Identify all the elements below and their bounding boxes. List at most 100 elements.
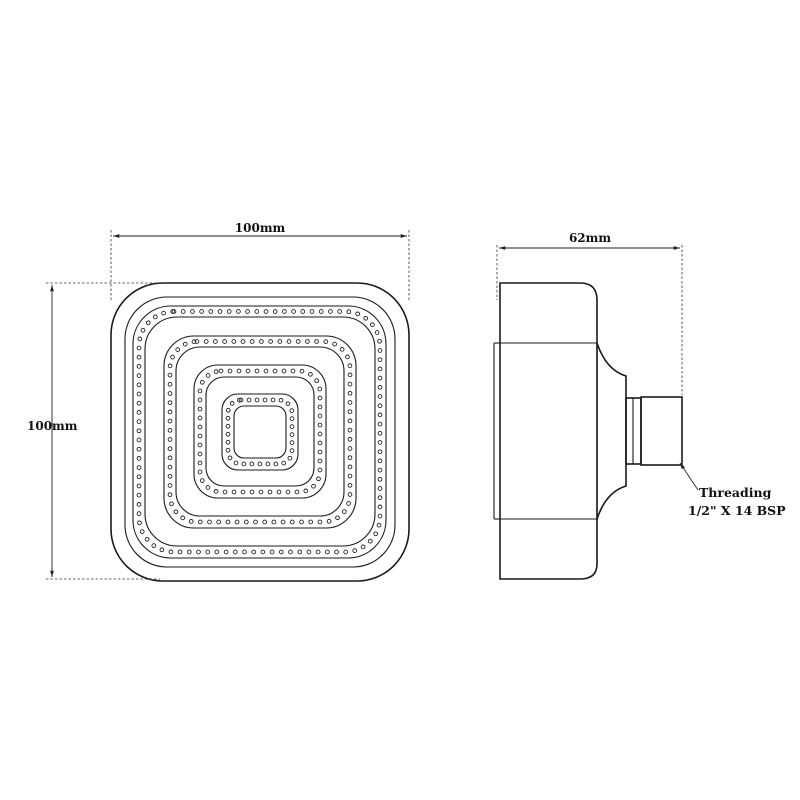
nozzle-hole: [377, 348, 383, 353]
nozzle-hole: [168, 549, 174, 555]
nozzle-hole: [240, 489, 246, 495]
nozzle-hole: [225, 447, 231, 453]
nozzle-hole: [263, 309, 269, 314]
nozzle-hole: [280, 519, 286, 525]
nozzle-hole: [332, 341, 337, 347]
nozzle-hole: [205, 373, 211, 378]
nozzle-hole: [232, 549, 238, 555]
nozzle-hole: [367, 538, 373, 544]
nozzle-hole: [317, 440, 323, 446]
nozzle-hole: [169, 501, 174, 507]
nozzle-hole: [289, 424, 295, 429]
nozzle-hole: [347, 409, 353, 415]
nozzle-hole: [188, 519, 194, 524]
nozzle-hole: [197, 451, 203, 457]
nozzle-hole: [347, 381, 353, 387]
nozzle-hole: [377, 440, 383, 445]
nozzle-hole: [334, 549, 339, 555]
nozzle-hole: [137, 520, 142, 526]
nozzle-hole: [226, 309, 232, 314]
nozzle-hole: [186, 549, 192, 555]
nozzle-hole: [377, 513, 383, 519]
nozzle-hole: [273, 461, 279, 467]
front-view: [110, 282, 410, 582]
nozzle-hole: [214, 549, 220, 555]
nozzle-hole: [216, 519, 222, 525]
nozzle-track-1-inner: [144, 316, 376, 547]
nozzle-hole: [377, 384, 383, 390]
nozzle-hole: [295, 339, 301, 344]
nozzle-hole: [227, 368, 233, 374]
nozzle-hole: [136, 428, 142, 434]
nozzle-hole: [249, 489, 255, 495]
nozzle-hole: [136, 373, 142, 378]
nozzle-hole: [136, 446, 142, 452]
nozzle-hole: [253, 519, 258, 525]
nozzle-hole: [370, 322, 375, 328]
nozzle-hole: [167, 400, 173, 406]
side-neck: [596, 342, 627, 520]
nozzle-hole: [314, 339, 319, 344]
nozzle-hole: [254, 368, 260, 374]
nozzle-hole: [194, 339, 200, 344]
nozzle-hole: [377, 486, 383, 491]
nozzle-hole: [136, 465, 142, 470]
nozzle-hole: [267, 489, 273, 495]
width-label: 100mm: [235, 221, 286, 235]
nozzle-hole: [205, 549, 211, 555]
nozzle-hole: [167, 492, 173, 498]
nozzle-hole: [136, 474, 142, 480]
nozzle-hole: [251, 549, 257, 555]
nozzle-hole: [263, 368, 269, 374]
nozzle-hole: [208, 309, 214, 314]
nozzle-hole: [377, 375, 383, 381]
nozzle-hole: [377, 394, 383, 399]
nozzle-hole: [297, 549, 303, 555]
nozzle-hole: [278, 549, 284, 555]
nozzle-hole: [355, 311, 361, 317]
nozzle-hole: [317, 386, 323, 392]
nozzle-hole: [291, 309, 296, 314]
nozzle-hole: [222, 489, 228, 495]
nozzle-hole: [258, 489, 264, 495]
nozzle-hole: [225, 415, 231, 421]
nozzle-hole: [197, 406, 203, 412]
nozzle-hole: [229, 401, 235, 406]
nozzle-hole: [323, 339, 329, 344]
nozzle-hole: [326, 518, 332, 524]
nozzle-hole: [217, 309, 223, 314]
nozzle-hole: [377, 430, 383, 436]
nozzle-hole: [136, 456, 142, 461]
nozzle-hole: [303, 488, 309, 494]
nozzle-hole: [245, 368, 251, 374]
nozzle-hole: [218, 368, 224, 374]
nozzle-track-4-inner: [233, 405, 287, 459]
nozzle-hole: [196, 549, 201, 555]
nozzle-hole: [315, 549, 321, 555]
nozzle-hole: [167, 363, 173, 369]
nozzle-hole: [289, 416, 295, 421]
nozzle-hole: [317, 467, 323, 473]
nozzle-hole: [287, 455, 293, 461]
nozzle-track-3: [193, 364, 327, 499]
nozzle-hole: [236, 368, 242, 374]
nozzle-hole: [136, 391, 142, 397]
nozzle-hole: [289, 448, 295, 453]
nozzle-hole: [363, 315, 369, 321]
nozzle-hole: [197, 519, 203, 525]
nozzle-hole: [159, 547, 165, 553]
nozzle-hole: [152, 314, 158, 320]
threading-label-line1: Threading: [699, 485, 772, 500]
nozzle-hole: [347, 418, 353, 424]
nozzle-hole: [276, 489, 282, 495]
nozzle-hole: [213, 369, 219, 374]
nozzle-hole: [278, 397, 284, 403]
nozzle-hole: [151, 543, 157, 548]
nozzle-hole: [203, 339, 209, 344]
nozzle-hole: [249, 461, 255, 467]
nozzle-hole: [373, 531, 379, 537]
thread-connector: [640, 396, 683, 466]
nozzle-hole: [144, 536, 150, 542]
nozzle-hole: [190, 309, 195, 314]
nozzle-hole: [167, 473, 173, 479]
